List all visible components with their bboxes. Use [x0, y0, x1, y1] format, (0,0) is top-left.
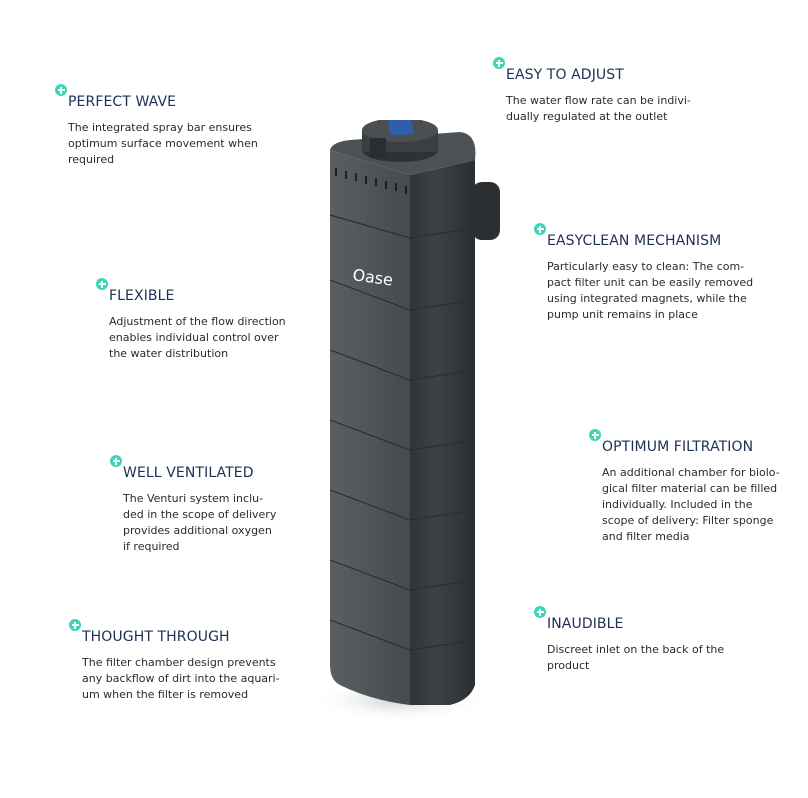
- feature-description: An additional chamber for biolo- gical f…: [602, 466, 780, 543]
- feature-description: Discreet inlet on the back of the produc…: [547, 643, 725, 672]
- feature-description: The filter chamber design prevents any b…: [82, 656, 280, 701]
- feature-title: FLEXIBLE: [109, 288, 175, 304]
- feature-title: PERFECT WAVE: [68, 94, 177, 110]
- feature-description: Particularly easy to clean: The com- pac…: [547, 260, 754, 321]
- plus-icon: [493, 57, 505, 69]
- plus-icon: [110, 455, 122, 467]
- plus-icon: [534, 223, 546, 235]
- feature-description: Adjustment of the flow direction enables…: [109, 315, 286, 360]
- plus-icon: [589, 429, 601, 441]
- feature-flexible: FLEXIBLE Adjustment of the flow directio…: [96, 278, 286, 362]
- plus-icon: [96, 278, 108, 290]
- feature-perfect-wave: PERFECT WAVE The integrated spray bar en…: [55, 84, 258, 168]
- feature-title: WELL VENTILATED: [123, 465, 254, 481]
- feature-description: The water flow rate can be indivi- duall…: [506, 94, 691, 123]
- feature-well-ventilated: WELL VENTILATED The Venturi system inclu…: [110, 455, 276, 555]
- aquarium-filter-product-image: Oase: [310, 118, 510, 740]
- feature-title: OPTIMUM FILTRATION: [602, 439, 754, 455]
- plus-icon: [69, 619, 81, 631]
- feature-title: INAUDIBLE: [547, 616, 624, 632]
- feature-title: THOUGHT THROUGH: [82, 629, 230, 645]
- feature-inaudible: INAUDIBLE Discreet inlet on the back of …: [534, 606, 724, 674]
- feature-title: EASYCLEAN MECHANISM: [547, 233, 722, 249]
- feature-description: The integrated spray bar ensures optimum…: [68, 121, 258, 166]
- feature-thought-through: THOUGHT THROUGH The filter chamber desig…: [69, 619, 280, 703]
- plus-icon: [534, 606, 546, 618]
- feature-title: EASY TO ADJUST: [506, 67, 624, 83]
- feature-description: The Venturi system inclu- ded in the sco…: [123, 492, 277, 553]
- plus-icon: [55, 84, 67, 96]
- feature-easy-to-adjust: EASY TO ADJUST The water flow rate can b…: [493, 57, 691, 125]
- feature-easyclean-mechanism: EASYCLEAN MECHANISM Particularly easy to…: [534, 223, 753, 323]
- feature-optimum-filtration: OPTIMUM FILTRATION An additional chamber…: [589, 429, 780, 545]
